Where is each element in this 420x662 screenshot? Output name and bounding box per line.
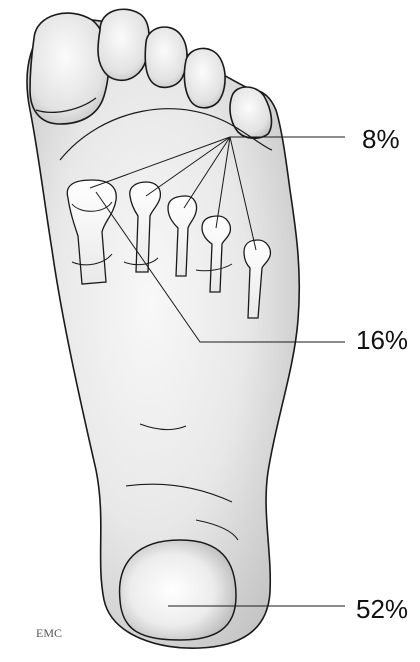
fourth-toe	[184, 48, 225, 107]
big-toe	[30, 13, 108, 124]
label-metatarsal-heads-percent: 16%	[356, 327, 408, 353]
artist-signature: EMC	[36, 626, 62, 641]
second-toe	[98, 9, 149, 80]
third-toe	[145, 27, 187, 87]
label-heel-percent: 52%	[356, 596, 408, 622]
label-toe-heads-percent: 8%	[362, 126, 400, 152]
heel-pad	[120, 540, 236, 640]
